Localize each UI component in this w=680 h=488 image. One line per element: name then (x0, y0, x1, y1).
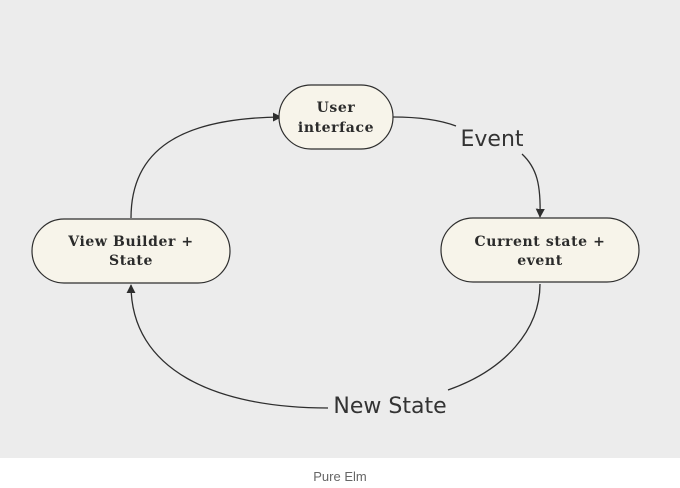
node-user-interface: User interface (278, 84, 394, 150)
node-view-builder-line2: State (109, 253, 153, 269)
edge-event-to-current-state (521, 153, 545, 218)
node-current-state-line2: event (517, 253, 563, 269)
edge-label-new-state: New State (333, 394, 446, 419)
node-current-state: Current state + event (440, 217, 640, 283)
node-user-interface-line2: interface (298, 120, 374, 136)
edge-newstate-to-view-builder (126, 284, 329, 409)
node-current-state-line1: Current state + (475, 234, 606, 250)
edge-view-to-ui (130, 112, 282, 219)
diagram-canvas: User interface Current state + event Vie… (0, 0, 680, 458)
figure-caption: Pure Elm (313, 469, 367, 484)
node-view-builder: View Builder + State (31, 218, 231, 284)
diagram-svg: User interface Current state + event Vie… (31, 84, 640, 419)
node-view-builder-line1: View Builder + (67, 234, 194, 250)
edge-current-to-newstate-label (447, 283, 541, 391)
edge-ui-to-event-label (392, 116, 457, 127)
edge-label-event: Event (460, 127, 523, 152)
node-user-interface-line1: User (317, 100, 356, 116)
